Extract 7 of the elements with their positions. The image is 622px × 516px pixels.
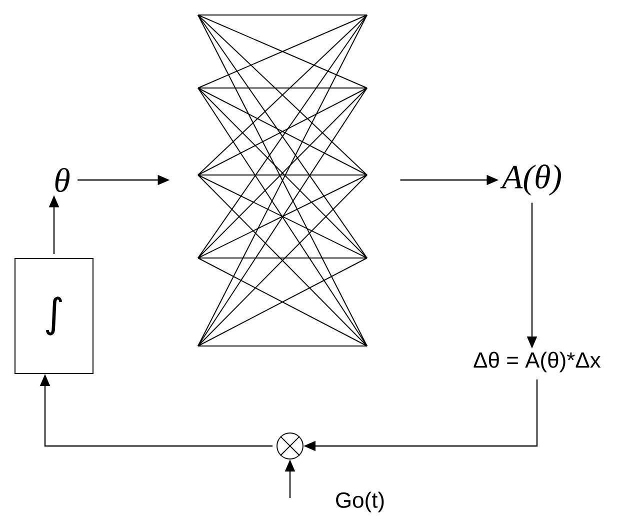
network-drawing <box>198 14 368 346</box>
multiply-symbol <box>276 432 304 460</box>
angle-label: θ <box>55 168 70 192</box>
output-label: A(θ) <box>500 164 561 196</box>
integrator-box: ∫ <box>14 258 94 374</box>
signal-label: Go(t) <box>336 492 384 512</box>
formula-label: Δθ = A(θ)*Δx <box>474 352 601 372</box>
